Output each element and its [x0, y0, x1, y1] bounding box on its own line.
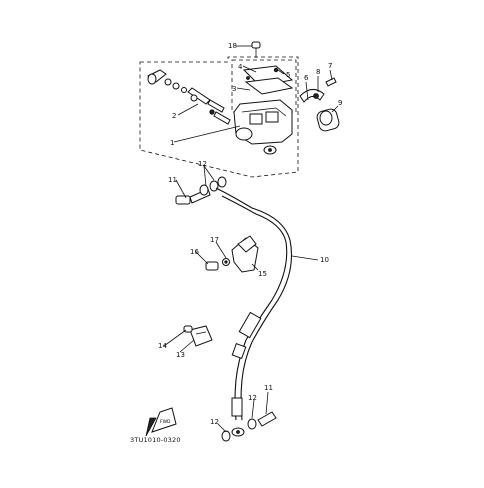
- callout-9: 9: [338, 99, 342, 107]
- hose-guide-part: [205, 235, 259, 273]
- callout-1: 1: [170, 139, 174, 147]
- callout-7: 7: [328, 62, 332, 70]
- callout-6: 6: [304, 74, 309, 82]
- callout-labels: 1 2 3 4 5 6 7 8 9 10 11 12 13 14 15 16 1…: [158, 42, 342, 426]
- holder-clamp-part: [299, 77, 340, 132]
- hose-clamp-part: [183, 325, 213, 347]
- callout-10: 10: [320, 256, 329, 264]
- callout-12-lower-left: 12: [210, 418, 219, 426]
- callout-2: 2: [172, 112, 176, 120]
- reservoir-group-outline: [231, 59, 297, 113]
- forward-arrow-icon: FWD: [145, 407, 177, 437]
- callout-4: 4: [238, 63, 243, 71]
- callout-17: 17: [210, 236, 219, 244]
- callout-13: 13: [176, 351, 185, 359]
- diagram-code: 3TU1010-0320: [130, 436, 181, 444]
- master-cylinder-body: [233, 99, 293, 155]
- callout-8: 8: [316, 68, 320, 76]
- callout-18: 18: [228, 42, 237, 50]
- callout-11-lower: 11: [264, 384, 273, 392]
- callout-12-upper: 12: [198, 160, 207, 168]
- callout-14: 14: [158, 342, 167, 350]
- callout-16: 16: [190, 248, 199, 256]
- callout-11-upper: 11: [168, 176, 177, 184]
- brake-hose: [215, 187, 293, 437]
- union-bolt-lower: [221, 411, 277, 442]
- callout-15: 15: [258, 270, 267, 278]
- leader-lines: [163, 45, 339, 433]
- master-cylinder-group-outline: [139, 56, 299, 178]
- reservoir-cap-part: [242, 41, 294, 95]
- callout-12-lower-right: 12: [248, 394, 257, 402]
- callout-3: 3: [232, 85, 236, 93]
- union-bolt-upper: [175, 176, 227, 205]
- callout-5: 5: [286, 71, 290, 79]
- piston-kit-part: [147, 69, 231, 125]
- forward-label: FWD: [160, 419, 171, 425]
